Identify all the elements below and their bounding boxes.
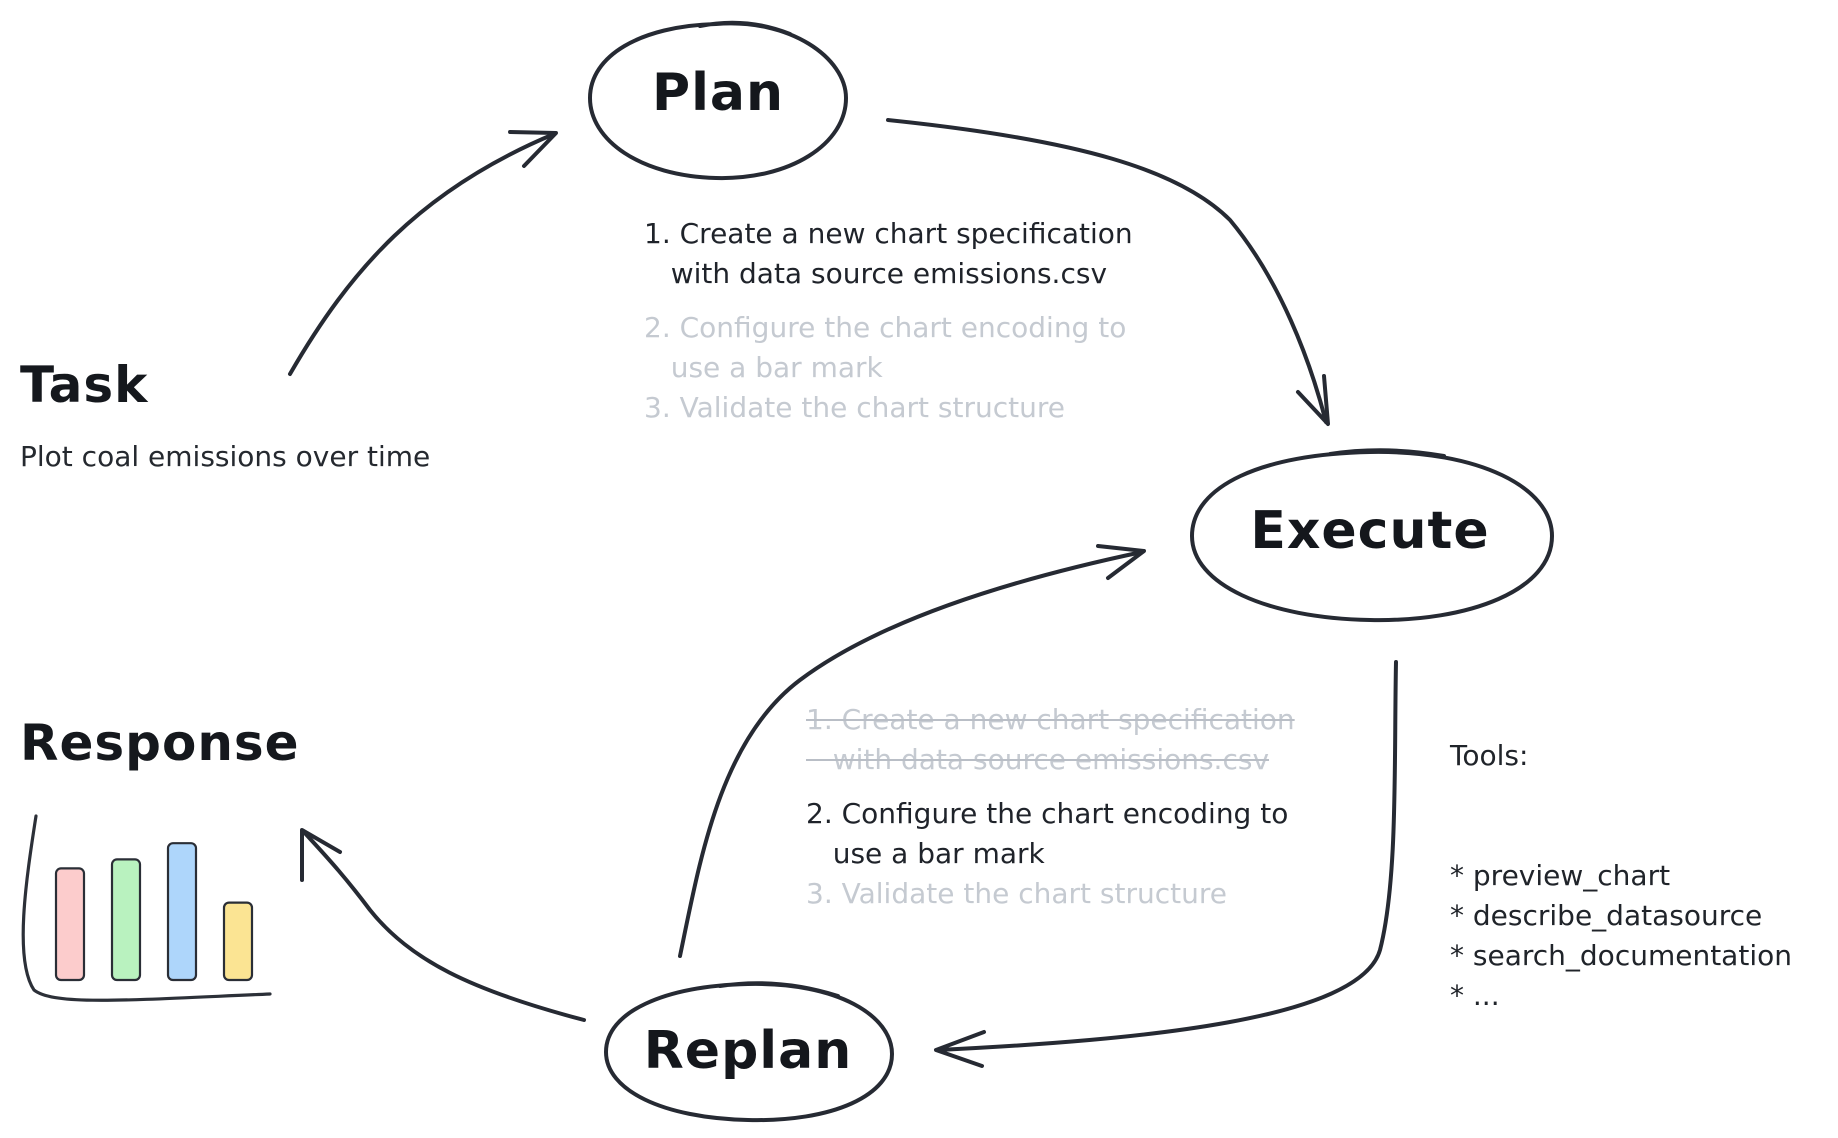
replan-ellipse bbox=[604, 981, 894, 1123]
replan-label: Replan bbox=[644, 1021, 852, 1081]
plan-step-1-line: with data source emissions.csv bbox=[644, 257, 1108, 290]
plan-node: Plan bbox=[588, 20, 848, 181]
arrow-replan-to-execute bbox=[678, 544, 1146, 958]
tool-item: * describe_datasource bbox=[1450, 899, 1763, 932]
execute-node: Execute bbox=[1190, 448, 1554, 623]
response-chart-axis bbox=[21, 814, 272, 1002]
execute-label: Execute bbox=[1250, 501, 1489, 561]
tools-items: * preview_chart * describe_datasource * se… bbox=[1450, 856, 1792, 1016]
plan-ellipse bbox=[588, 20, 848, 181]
response-bar bbox=[110, 858, 142, 982]
response-heading: Response bbox=[20, 714, 300, 772]
arrow-plan-to-execute bbox=[886, 118, 1330, 426]
tool-item: * preview_chart bbox=[1450, 859, 1671, 892]
replan-step-1: 1. Create a new chart specification with… bbox=[806, 700, 1295, 780]
replan-step-3-line: 3. Validate the chart structure bbox=[806, 877, 1227, 910]
arrow-task-to-plan bbox=[288, 130, 558, 376]
replan-step-2: 2. Configure the chart encoding to use a… bbox=[806, 794, 1295, 874]
response-chart-bars bbox=[54, 842, 254, 982]
replan-step-1-line: 1. Create a new chart specification bbox=[806, 703, 1295, 736]
task-heading: Task bbox=[20, 356, 149, 414]
arrow-execute-to-replan bbox=[934, 660, 1398, 1068]
tool-item: * search_documentation bbox=[1450, 939, 1792, 972]
replan-step-2-line: use a bar mark bbox=[806, 837, 1045, 870]
tools-title: Tools: bbox=[1450, 739, 1529, 772]
replan-step-list: 1. Create a new chart specification with… bbox=[806, 700, 1295, 914]
plan-step-1: 1. Create a new chart specification with… bbox=[644, 214, 1133, 294]
plan-step-list: 1. Create a new chart specification with… bbox=[644, 214, 1133, 428]
response-bar bbox=[54, 867, 86, 982]
arrow-replan-to-response bbox=[300, 828, 586, 1022]
response-bar bbox=[166, 842, 198, 982]
response-chart bbox=[21, 814, 272, 1002]
replan-node: Replan bbox=[604, 981, 894, 1123]
plan-step-3: 3. Validate the chart structure bbox=[644, 388, 1133, 428]
replan-step-2-line: 2. Configure the chart encoding to bbox=[806, 797, 1289, 830]
replan-step-1-line: with data source emissions.csv bbox=[806, 743, 1270, 776]
plan-step-2-line: use a bar mark bbox=[644, 351, 883, 384]
task-text: Plot coal emissions over time bbox=[20, 440, 431, 473]
plan-label: Plan bbox=[652, 63, 784, 123]
plan-step-1-line: 1. Create a new chart specification bbox=[644, 217, 1133, 250]
execute-ellipse bbox=[1190, 448, 1554, 623]
tools-list: Tools: * preview_chart * describe_datasou… bbox=[1450, 656, 1792, 1096]
plan-step-2: 2. Configure the chart encoding to use a… bbox=[644, 308, 1133, 388]
tool-item: * ... bbox=[1450, 979, 1500, 1012]
plan-step-3-line: 3. Validate the chart structure bbox=[644, 391, 1065, 424]
plan-step-2-line: 2. Configure the chart encoding to bbox=[644, 311, 1127, 344]
replan-step-3: 3. Validate the chart structure bbox=[806, 874, 1295, 914]
response-bar bbox=[222, 901, 254, 982]
